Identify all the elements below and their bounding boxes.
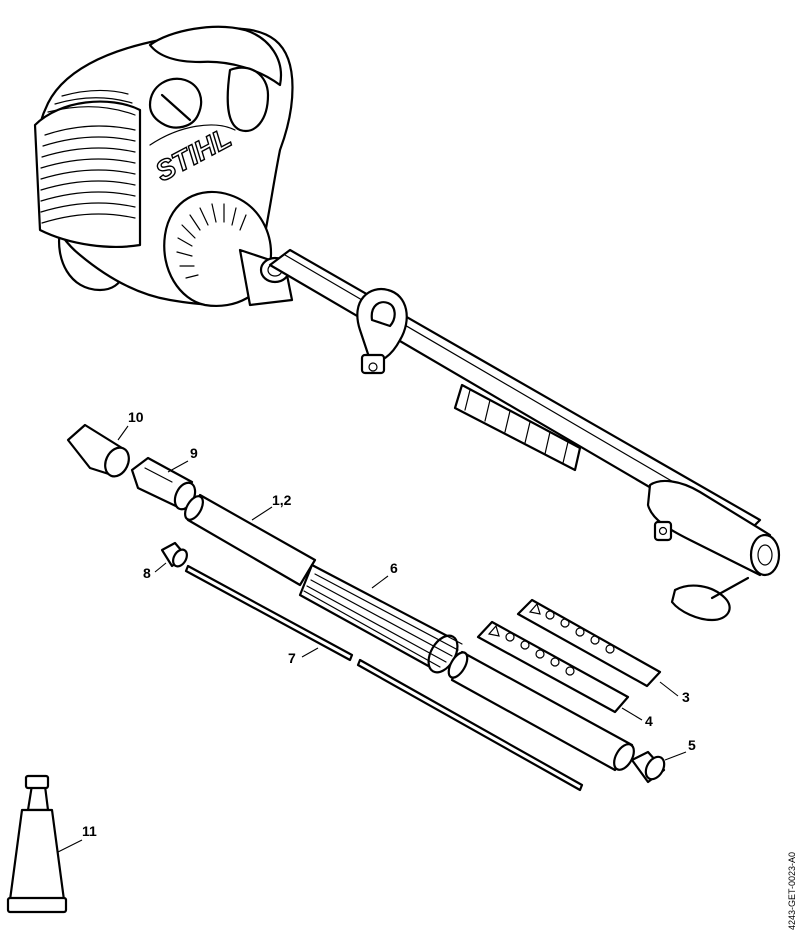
label-9: 9 (190, 445, 198, 461)
part-4-warning-sticker (476, 620, 630, 714)
part-1-2-tube (184, 493, 317, 587)
label-5: 5 (688, 737, 696, 753)
part-7-drive-shaft (184, 564, 584, 792)
part-10-cap (66, 423, 130, 478)
label-6: 6 (390, 560, 398, 576)
part-4-label-tube (447, 650, 635, 772)
drawing-code: 4243-GET-0023-A0 (787, 852, 797, 930)
engine-housing: STIHL (33, 25, 294, 308)
label-1-2: 1,2 (272, 492, 292, 508)
label-3: 3 (682, 689, 690, 705)
part-6-grip-hose (298, 563, 463, 674)
drive-tube-assembly (268, 248, 781, 622)
label-11: 11 (82, 823, 97, 839)
part-11-grease-tube (6, 774, 68, 914)
label-4: 4 (645, 713, 653, 729)
label-10: 10 (128, 409, 144, 425)
label-7: 7 (288, 650, 296, 666)
part-3-warning-label (516, 598, 662, 688)
part-5-end-bushing (630, 750, 666, 784)
part-8-small-bushing (160, 541, 188, 568)
label-8: 8 (143, 565, 151, 581)
